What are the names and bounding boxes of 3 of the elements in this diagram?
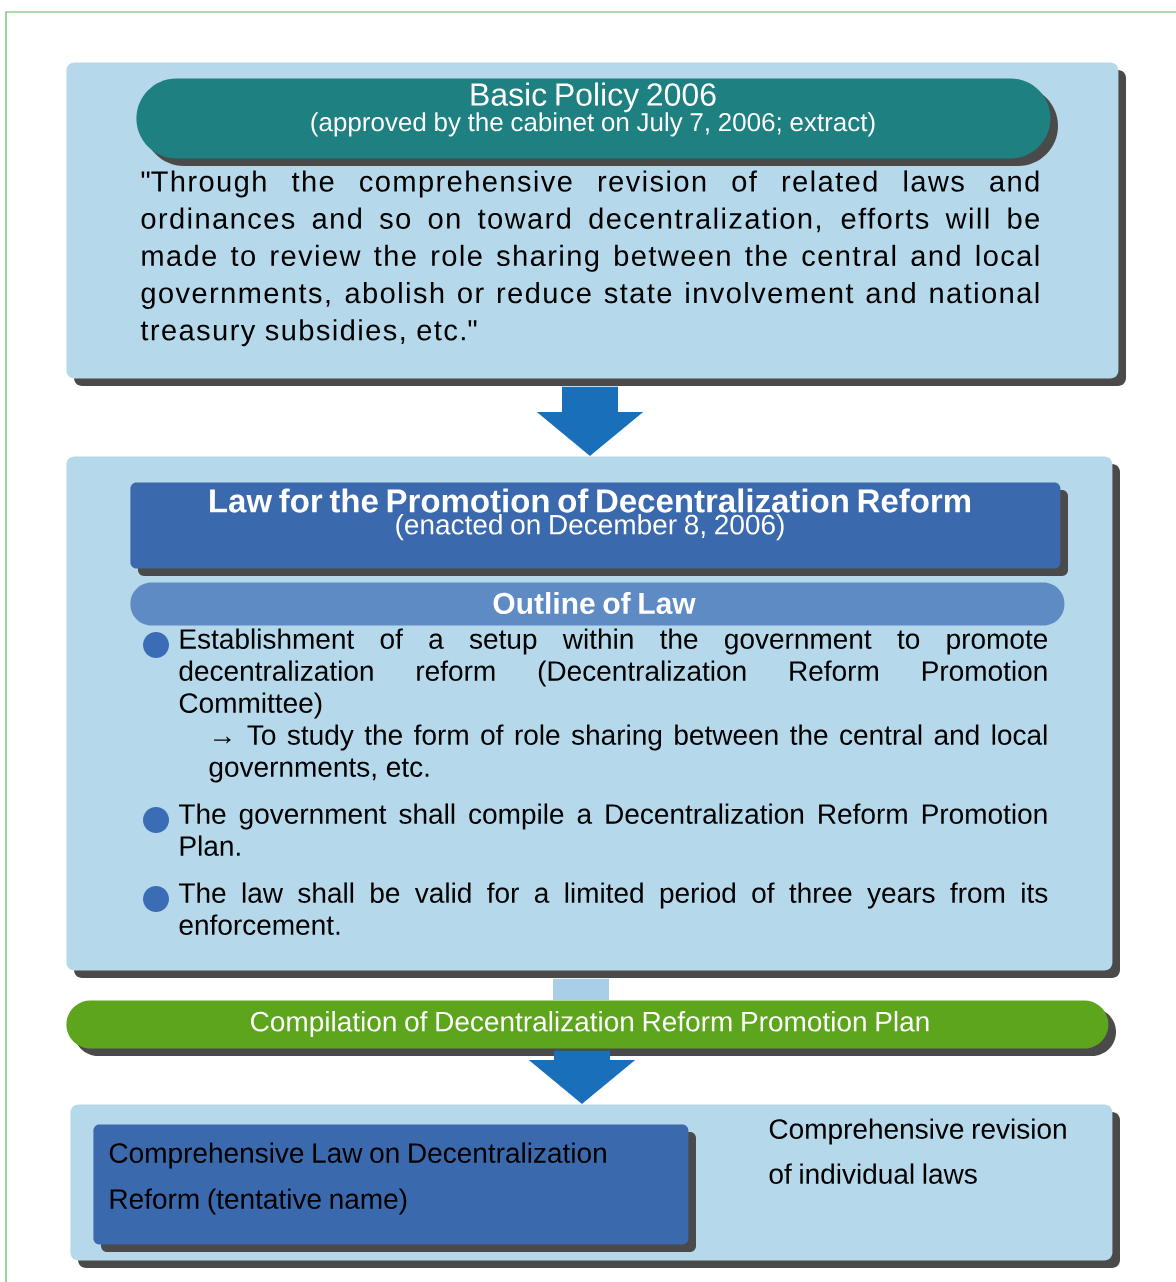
- plan-pill: Compilation of Decentralization Reform Promotion Plan: [66, 1000, 1116, 1056]
- title-pill: Basic Policy 2006 (approved by the cabinet on July 7, 2006; extract): [136, 78, 1058, 166]
- law-box: Comprehensive Law on Decentralization Reform (tentative name): [93, 1124, 696, 1252]
